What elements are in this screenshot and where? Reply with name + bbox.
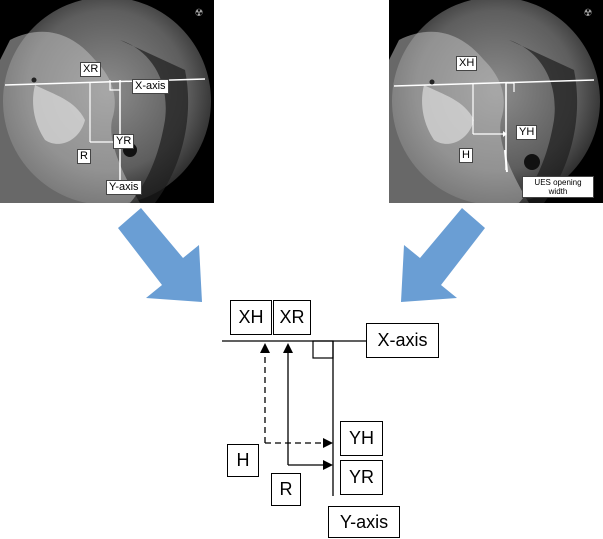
right-angle-mark (109, 80, 120, 91)
label-h: H (459, 148, 473, 163)
label-xh: XH (456, 56, 478, 71)
box-xr: XR (273, 300, 311, 335)
label-r: R (77, 149, 91, 164)
label-ues-opening-width: UES opening width (522, 176, 594, 198)
schematic-right-angle-mark (312, 340, 334, 359)
ues-label-line1: UES opening (534, 178, 582, 187)
label-yr: YR (113, 134, 135, 149)
box-yr: YR (340, 460, 383, 495)
right-angle-mark (506, 82, 515, 92)
label-yh: YH (516, 125, 538, 140)
box-r: R (271, 473, 301, 506)
xray-image-left: ☢ XR X-axis YR R Y-axis (0, 0, 214, 203)
xray-left-drawing (0, 0, 211, 203)
xray-right-drawing (389, 0, 600, 203)
ues-marker (504, 149, 508, 173)
label-y-axis: Y-axis (106, 180, 142, 195)
box-yh: YH (340, 421, 383, 456)
xray-image-right: ☢ XH YH H UES opening width (389, 0, 603, 203)
watermark-icon: ☢ (583, 8, 593, 19)
blue-arrow-left (118, 208, 202, 302)
watermark-icon: ☢ (194, 8, 204, 19)
box-x-axis: X-axis (366, 323, 439, 358)
box-h: H (227, 444, 259, 477)
box-xh: XH (230, 300, 272, 335)
x-axis-line (4, 78, 206, 86)
label-x-axis: X-axis (132, 79, 169, 94)
ues-label-line2: width (548, 187, 568, 196)
label-xr: XR (80, 62, 102, 77)
x-axis-line (393, 79, 595, 87)
blue-arrow-right (401, 208, 485, 302)
box-y-axis: Y-axis (328, 506, 400, 538)
